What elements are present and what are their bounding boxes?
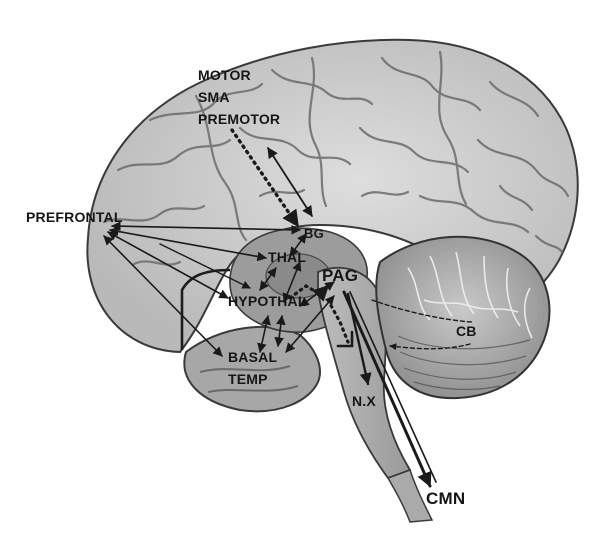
arrow-premotor-bg [267, 147, 313, 217]
arrow-hypothal-basaltemp [257, 315, 271, 353]
label-pag: PAG [322, 266, 358, 285]
cerebellum-folia [407, 251, 533, 339]
arrow-pag-cmn [342, 290, 432, 488]
arrow-prefrontal-hypothal-2 [159, 243, 251, 289]
label-cb: CB [456, 323, 477, 339]
label-hypothal: HYPOTHAL [228, 293, 307, 309]
labels: MOTOR SMA PREMOTOR PREFRONTAL BG THAL PA… [26, 67, 477, 508]
arrow-hypothal-basaltemp-2 [274, 315, 286, 347]
label-premotor: PREMOTOR [198, 111, 280, 127]
label-temp: TEMP [228, 371, 268, 387]
cortex-folds [102, 50, 570, 266]
pathway-arrows [103, 128, 473, 488]
label-thal: THAL [268, 249, 306, 265]
cerebellum [375, 235, 551, 400]
label-nx: N.X [352, 393, 376, 409]
label-prefrontal: PREFRONTAL [26, 209, 123, 225]
arrow-motor-dotted [230, 128, 300, 228]
label-motor: MOTOR [198, 67, 251, 83]
label-cmn: CMN [426, 489, 465, 508]
spinal-cord [386, 469, 434, 523]
label-sma: SMA [198, 89, 230, 105]
arrow-cb-dashed-upper [371, 299, 473, 323]
arrow-bg-thal [289, 233, 307, 257]
arrow-pag-dotted-down [326, 298, 350, 344]
label-bg: BG [304, 226, 324, 241]
arrow-thal-hypothal [259, 267, 277, 291]
arrow-cb-dashed-lower [389, 343, 471, 351]
arrow-hypothal-pag-dotted [288, 284, 330, 302]
label-basal: BASAL [228, 349, 277, 365]
arrow-prefrontal-basaltemp [103, 235, 223, 357]
cerebellum-lamellae [397, 335, 531, 391]
